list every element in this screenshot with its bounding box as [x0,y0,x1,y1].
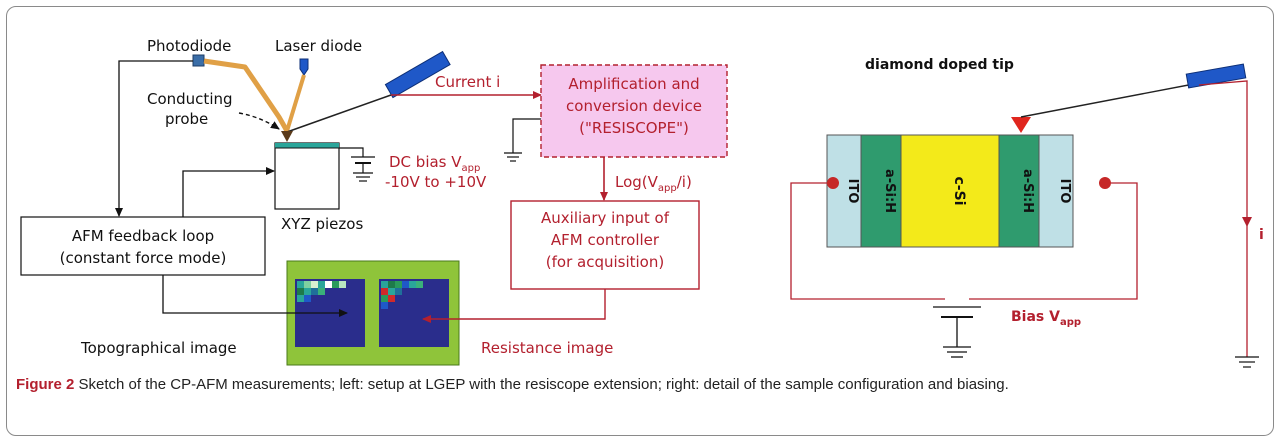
photodiode-feedback-wire [115,60,193,217]
resiscope-box: Amplification and conversion device ("RE… [540,64,728,158]
photodiode-label: Photodiode [147,37,231,55]
aux-line-3: (for acquisition) [546,253,664,271]
asih-left-label: a-Si:H [882,169,897,213]
right-current-arrowhead [1242,217,1252,227]
conducting-probe-label-2: probe [165,110,208,128]
current-label: Current i [435,73,500,91]
right-current-label: i [1259,227,1264,243]
resiscope-ground-icon [504,118,541,162]
feedback-line-2: (constant force mode) [60,249,227,267]
resiscope-line-1: Amplification and [568,75,699,93]
left-contact-icon [827,177,839,189]
feedback-line-1: AFM feedback loop [72,227,214,245]
resist-wire [422,289,606,323]
bias-loop-left [790,182,945,300]
feedback-piezo-wire [182,167,275,217]
csi-layer [900,134,1000,248]
probe-tip-icon [281,131,293,142]
dc-bias-battery-icon [351,156,375,182]
diamond-tip-title: diamond doped tip [865,57,1014,73]
xyz-piezo [274,142,340,210]
bias-label: Bias Vapp [1011,309,1081,328]
cp-afm-sketch: Photodiode Laser diode Conducting probe … [20,37,1264,368]
right-cantilever [1020,82,1200,118]
caption-label: Figure 2 [16,376,75,393]
dc-bias-label: DC bias Vapp [389,153,480,174]
figure-frame: Photodiode Laser diode Conducting probe … [6,6,1274,436]
laser-diode-label: Laser diode [275,37,362,55]
aux-line-1: Auxiliary input of [541,209,670,227]
aux-line-2: AFM controller [551,231,660,249]
afm-feedback-box: AFM feedback loop (constant force mode) [20,216,266,276]
csi-label: c-Si [951,177,967,206]
topo-pixels [297,281,346,302]
dc-range-label: -10V to +10V [385,173,487,191]
right-holder-icon [1185,63,1247,89]
ito-left-label: ITO [845,179,860,204]
laser-diode-icon [299,58,309,76]
tip-holder-icon [384,50,451,99]
bias-battery-icon [933,306,981,358]
sample-layer [275,143,339,148]
ito-right-layer [1038,134,1074,248]
sample-stack: ITO a-Si:H c-Si a-Si:H ITO [826,134,1074,248]
bias-loop-right [969,182,1138,300]
auxiliary-input-box: Auxiliary input of AFM controller (for a… [510,200,700,290]
figure-caption: Figure 2 Sketch of the CP-AFM measuremen… [16,374,1266,396]
topo-wire [162,275,348,317]
log-label: Log(Vapp/i) [615,173,692,194]
asih-right-label: a-Si:H [1020,169,1035,213]
right-current-wire [1198,80,1248,357]
resiscope-line-2: conversion device [566,97,702,115]
xyz-piezos-label: XYZ piezos [281,215,363,233]
caption-text: Sketch of the CP-AFM measurements; left:… [78,376,1005,393]
resistance-image-label: Resistance image [481,339,613,357]
caption-end: . [1004,376,1009,393]
asih-left-layer [860,134,902,248]
ito-left-layer [826,134,862,248]
photodiode-icon [192,54,205,67]
laser-beam-arm [203,58,290,133]
dc-bias-wire [339,147,364,157]
image-panel [286,260,460,366]
laser-group: Laser diode [275,37,362,76]
cantilever [286,94,392,133]
conducting-probe-label-1: Conducting [147,90,233,108]
ito-right-label: ITO [1057,179,1072,204]
topographical-image-label: Topographical image [80,339,237,357]
diamond-tip-icon [1011,117,1031,133]
resiscope-line-3: ("RESISCOPE") [579,119,689,137]
probe-pointer-arrow [238,112,280,130]
reflected-beam-arm [285,74,306,132]
right-contact-icon [1099,177,1111,189]
right-ground-icon [1235,356,1259,368]
resist-pixels [381,281,423,309]
